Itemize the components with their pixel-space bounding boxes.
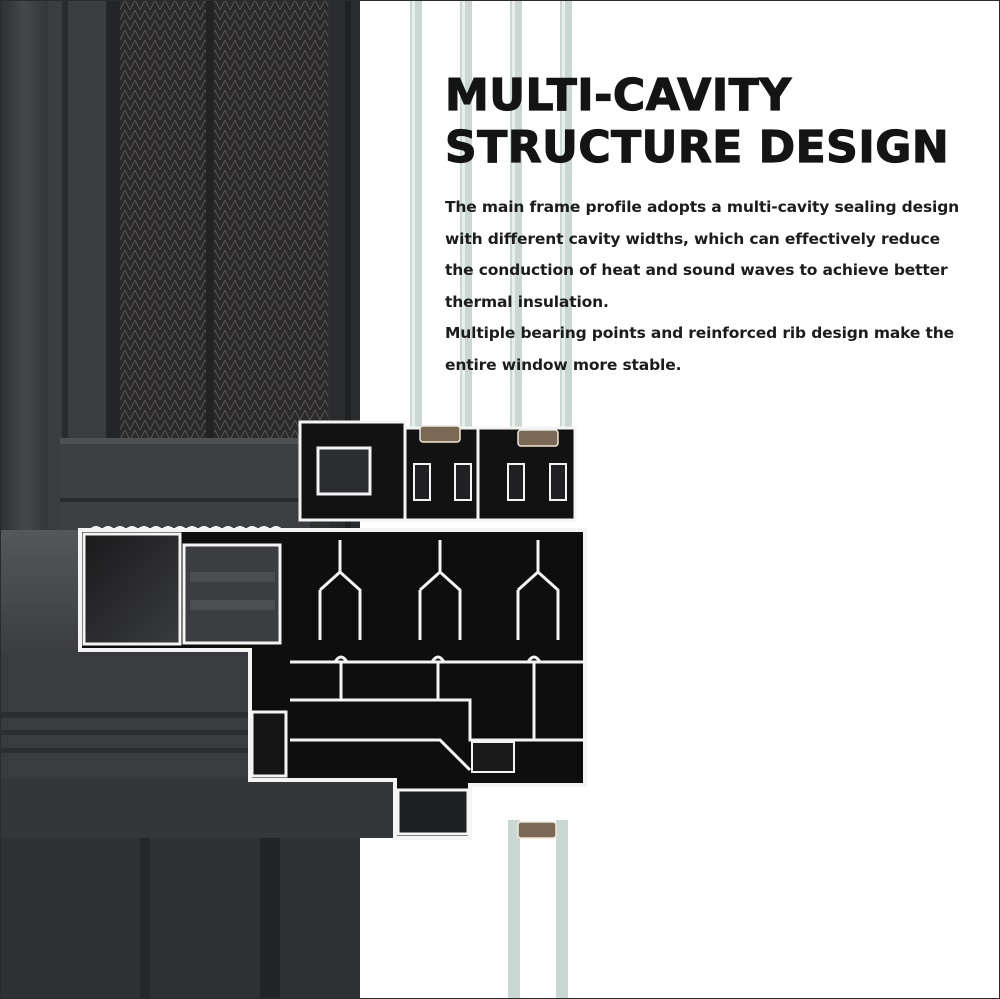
title-line-1: MULTI-CAVITY [444,69,792,121]
page-title: MULTI-CAVITY STRUCTURE DESIGN [444,69,965,174]
glass-panes [410,0,572,999]
content-panel: MULTI-CAVITY STRUCTURE DESIGN The main f… [444,69,965,381]
transom-band [60,438,310,530]
sill-extrusions [0,530,400,999]
profile-cross-section [78,420,587,840]
description-paragraph-1: The main frame profile adopts a multi-ca… [445,198,960,311]
description: The main frame profile adopts a multi-ca… [445,192,965,381]
description-paragraph-2: Multiple bearing points and reinforced r… [445,324,954,374]
title-line-2: STRUCTURE DESIGN [444,121,950,173]
